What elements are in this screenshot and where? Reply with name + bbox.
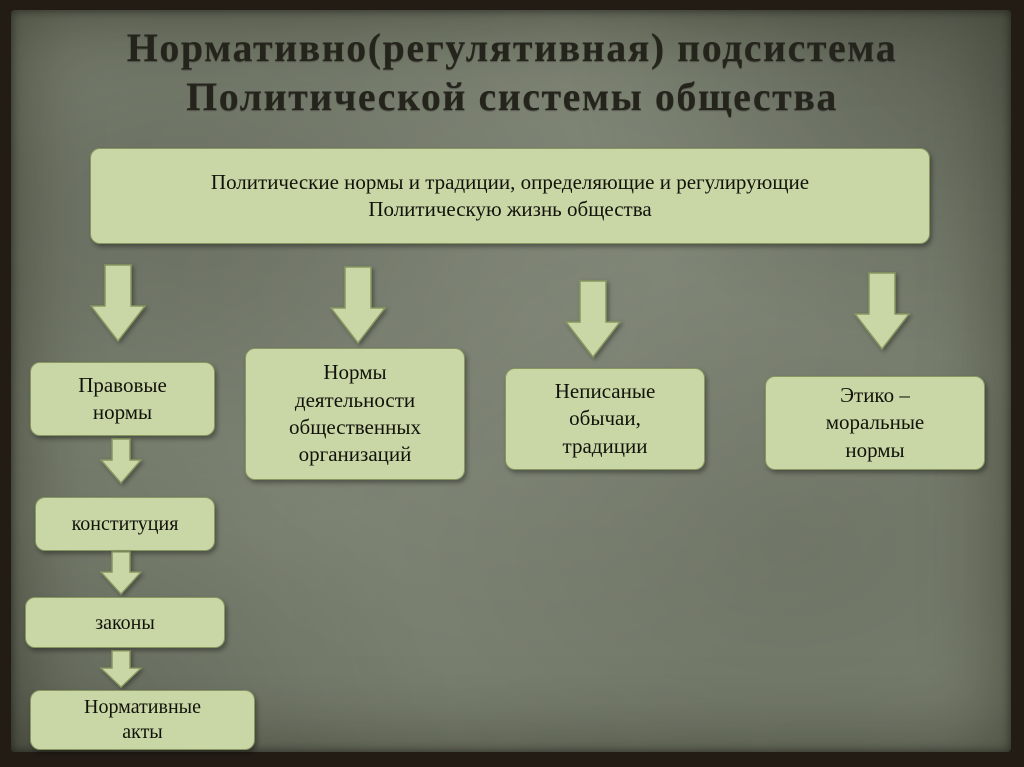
branch-label: Неписаные обычаи, традиции	[554, 379, 656, 458]
branch-box-legal-norms: Правовые нормы	[30, 362, 215, 436]
down-arrow-icon	[100, 650, 142, 688]
chain-label: законы	[95, 611, 155, 634]
down-arrow-icon	[330, 266, 386, 344]
chain-box-laws: законы	[25, 597, 225, 648]
branch-label: Этико – моральные нормы	[825, 383, 925, 462]
branch-label: Правовые нормы	[78, 372, 167, 424]
slide-title: Нормативно(регулятивная) подсистема Поли…	[0, 24, 1024, 122]
top-box-line-1: Политические нормы и традиции, определяю…	[210, 169, 810, 194]
branch-label: Нормы деятельности общественных организа…	[289, 360, 421, 467]
branch-box-unwritten-customs: Неписаные обычаи, традиции	[505, 368, 705, 470]
down-arrow-icon	[100, 551, 142, 595]
down-arrow-icon	[565, 280, 621, 358]
chain-label: конституция	[71, 513, 179, 535]
title-line-1: Нормативно(регулятивная) подсистема	[126, 25, 898, 70]
down-arrow-icon	[90, 264, 146, 342]
top-box-line-2: Политическую жизнь общества	[368, 197, 652, 221]
title-line-2: Политической системы общества	[186, 73, 838, 119]
top-box: Политические нормы и традиции, определяю…	[90, 148, 930, 244]
chain-label: Нормативные акты	[84, 696, 201, 743]
chain-box-normative-acts: Нормативные акты	[30, 690, 255, 750]
branch-box-ethical-moral-norms: Этико – моральные нормы	[765, 376, 985, 470]
down-arrow-icon	[854, 272, 910, 350]
branch-box-org-activity-norms: Нормы деятельности общественных организа…	[245, 348, 465, 480]
chain-box-constitution: конституция	[35, 497, 215, 551]
down-arrow-icon	[100, 438, 142, 484]
